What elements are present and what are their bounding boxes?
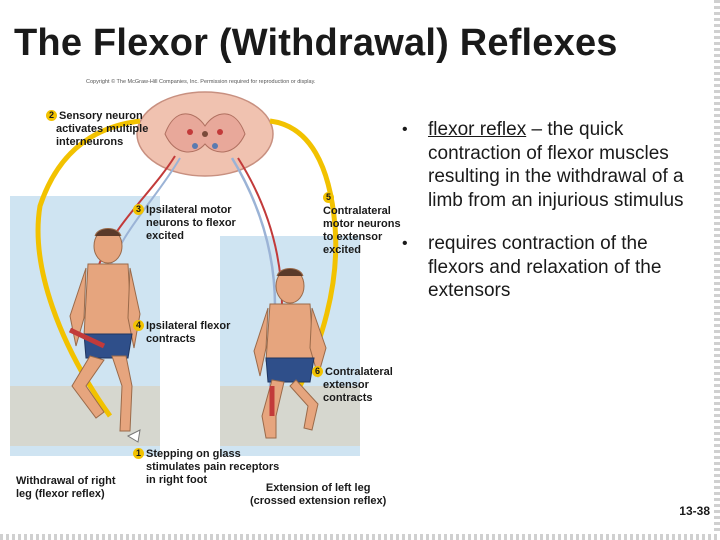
step-badge: 4 bbox=[133, 320, 144, 331]
step-badge: 2 bbox=[46, 110, 57, 121]
left-figure bbox=[68, 228, 141, 432]
copyright-notice: Copyright © The McGraw-Hill Companies, I… bbox=[86, 79, 316, 85]
right-ground bbox=[220, 386, 360, 446]
label-line: to extensor bbox=[323, 231, 383, 243]
bullet-text: requires contraction of the flexors and … bbox=[428, 233, 662, 301]
page-number: 13-38 bbox=[679, 504, 710, 518]
caption-line: Withdrawal of right bbox=[16, 475, 116, 487]
label-line: Ipsilateral motor bbox=[146, 204, 232, 216]
label-line: stimulates pain receptors bbox=[146, 461, 280, 473]
label-line: in right foot bbox=[146, 474, 208, 486]
bullet-dot: • bbox=[402, 235, 408, 252]
slide-title: The Flexor (Withdrawal) Reflexes bbox=[14, 22, 618, 64]
step-badge: 1 bbox=[133, 448, 144, 459]
step-badge: 5 bbox=[323, 192, 334, 203]
label-line: neurons to flexor bbox=[146, 217, 236, 229]
label-line: activates multiple bbox=[56, 123, 149, 135]
label-line: contracts bbox=[146, 333, 196, 345]
step-badge: 6 bbox=[312, 366, 323, 377]
caption-line: Extension of left leg bbox=[265, 482, 371, 494]
label-line: excited bbox=[323, 244, 361, 256]
bullet-list: • flexor reflex – the quick contraction … bbox=[398, 118, 698, 323]
reflex-illustration bbox=[10, 91, 360, 456]
bullet-text: – the quick contraction of flexor muscle… bbox=[428, 119, 684, 211]
label-line: contracts bbox=[323, 392, 373, 404]
sensory-nerve-path bbox=[35, 118, 141, 418]
label-line: motor neurons bbox=[323, 218, 401, 230]
right-figure bbox=[253, 268, 327, 439]
caption-line: leg (flexor reflex) bbox=[16, 488, 105, 500]
label-step-5: 5 Contralateral motor neurons to extenso… bbox=[323, 192, 401, 257]
bullet-dot: • bbox=[402, 121, 408, 138]
label-line: Stepping on glass bbox=[146, 448, 241, 460]
bullet-item: • requires contraction of the flexors an… bbox=[398, 232, 698, 303]
spinal-cord-section bbox=[136, 91, 274, 177]
glass-shard bbox=[126, 429, 141, 443]
slide-border-right bbox=[714, 0, 720, 540]
slide-border-bottom bbox=[0, 534, 720, 540]
label-line: Sensory neuron bbox=[59, 110, 143, 122]
label-line: interneurons bbox=[56, 136, 124, 148]
label-line: Contralateral bbox=[325, 366, 393, 378]
label-line: extensor bbox=[323, 379, 369, 391]
term-flexor-reflex: flexor reflex bbox=[428, 119, 527, 140]
step-badge: 3 bbox=[133, 204, 144, 215]
label-line: Contralateral bbox=[323, 205, 391, 217]
caption-withdrawal: Withdrawal of right leg (flexor reflex) bbox=[16, 475, 116, 501]
label-line: Ipsilateral flexor bbox=[146, 320, 231, 332]
caption-crossed-extension: Extension of left leg (crossed extension… bbox=[250, 482, 386, 508]
bullet-item: • flexor reflex – the quick contraction … bbox=[398, 118, 698, 212]
label-line: excited bbox=[146, 230, 184, 242]
caption-line: (crossed extension reflex) bbox=[250, 495, 387, 507]
